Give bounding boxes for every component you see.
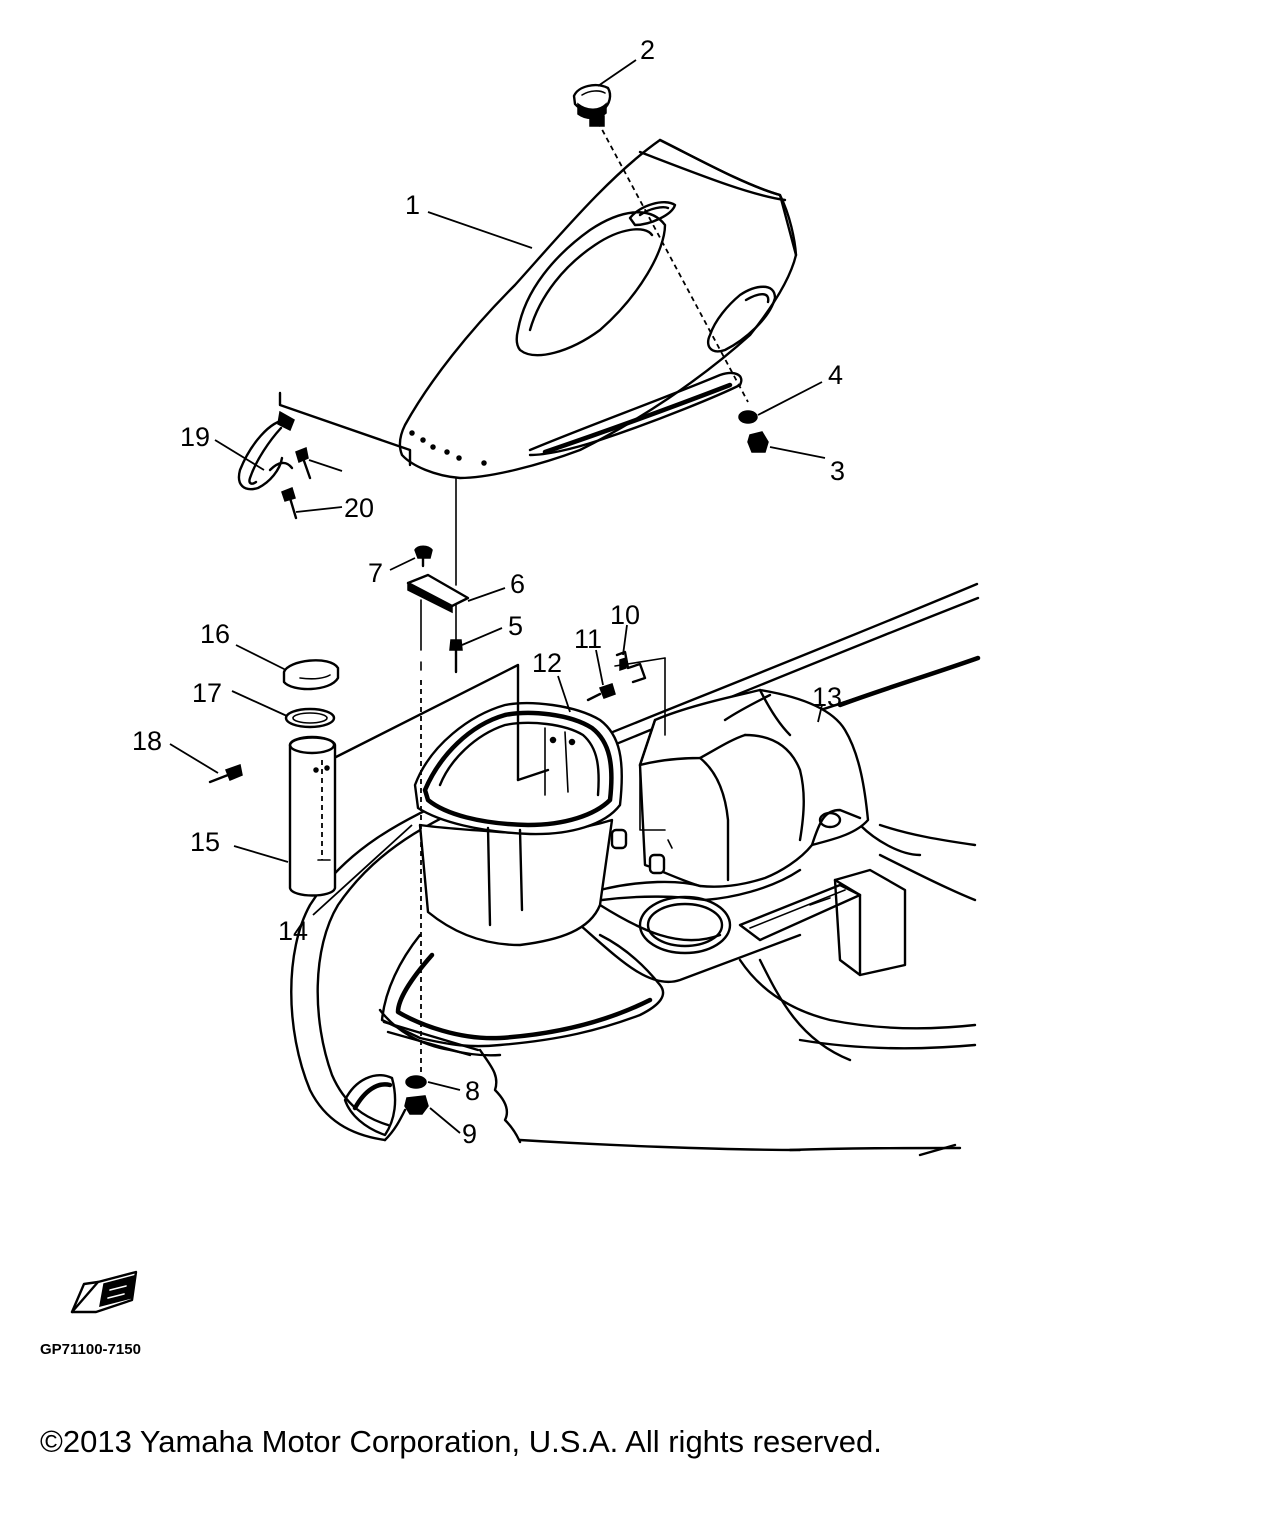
- part-7-bolt: [414, 545, 433, 568]
- callout-8: 8: [465, 1076, 480, 1106]
- callout-12: 12: [532, 648, 562, 678]
- part-18-screw: [208, 764, 243, 784]
- callout-20: 20: [344, 493, 374, 523]
- part-20-screws: [281, 446, 312, 520]
- assembly-lines: [420, 121, 749, 1075]
- callout-15: 15: [190, 827, 220, 857]
- callout-labels: 1 2 3 4 5 6 7 8 9 10 11 12 13 14 15 16 1…: [132, 35, 845, 1149]
- part-11-screw: [586, 683, 616, 702]
- part-2-cap: [572, 84, 612, 127]
- callout-14: 14: [278, 916, 308, 946]
- callout-1: 1: [405, 190, 420, 220]
- callout-3: 3: [830, 456, 845, 486]
- front-hood-1: [278, 138, 798, 480]
- callout-5: 5: [508, 611, 523, 641]
- callout-2: 2: [640, 35, 655, 65]
- front-direction-arrow-icon: [70, 1270, 138, 1314]
- part-4-washer: [738, 410, 758, 424]
- callout-13: 13: [812, 682, 842, 712]
- callout-17: 17: [192, 678, 222, 708]
- footwell-floor: [378, 823, 922, 1057]
- part-10-clip: [615, 650, 647, 684]
- storage-bin-12: [328, 663, 623, 947]
- callout-19: 19: [180, 422, 210, 452]
- leader-lines: [169, 59, 826, 1134]
- part-8-washer: [405, 1075, 427, 1089]
- callout-16: 16: [200, 619, 230, 649]
- deck-hull: [290, 582, 981, 1157]
- part-5-stud: [449, 639, 463, 674]
- diagram-code: GP71100-7150: [40, 1341, 141, 1358]
- callout-10: 10: [610, 600, 640, 630]
- part-19-strap: [237, 410, 295, 491]
- callout-4: 4: [828, 360, 843, 390]
- copyright-notice: ©2013 Yamaha Motor Corporation, U.S.A. A…: [40, 1424, 882, 1459]
- part-15-tube: [288, 735, 337, 897]
- callout-11: 11: [574, 624, 602, 654]
- part-17-ring: [284, 707, 336, 729]
- part-9-nut: [404, 1095, 429, 1115]
- callout-9: 9: [462, 1119, 477, 1149]
- part-3-nut: [747, 431, 769, 453]
- callout-18: 18: [132, 726, 162, 756]
- callout-7: 7: [368, 558, 383, 588]
- callout-6: 6: [510, 569, 525, 599]
- part-6-bracket: [406, 573, 470, 614]
- part-16-cap: [282, 659, 340, 691]
- rear-seat-13: [598, 688, 870, 902]
